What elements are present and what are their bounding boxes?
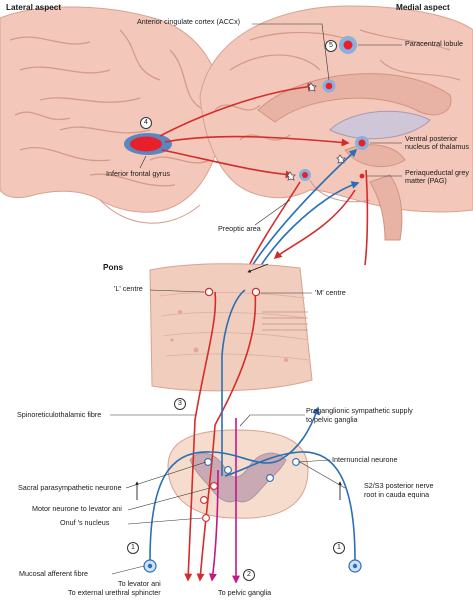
pons-pathways bbox=[194, 289, 257, 426]
label-inferior-frontal-gyrus: Inferior frontal gyrus bbox=[106, 169, 170, 178]
pons-section bbox=[149, 263, 313, 392]
label-internuncial: Internuncial neurone bbox=[332, 455, 398, 464]
label-paracentral-lobule: Paracentral lobule bbox=[405, 39, 463, 48]
label-to-levator-ani: To levator ani bbox=[118, 579, 161, 588]
acc-marker bbox=[322, 79, 336, 93]
m-centre-neurone bbox=[251, 287, 261, 297]
label-vpn-line2: nucleus of thalamus bbox=[405, 142, 469, 151]
afferent-ganglion-left bbox=[143, 559, 157, 573]
marker-number-3: 3 bbox=[174, 398, 186, 410]
cord-pathways bbox=[149, 355, 356, 584]
marker-number-4: 4 bbox=[140, 117, 152, 129]
label-spinoreticulothalamic: Spinoreticulothalamic fibre bbox=[17, 410, 102, 419]
label-pag-line2: matter (PAG) bbox=[405, 176, 447, 185]
label-to-pelvic-ganglia: To pelvic ganglia bbox=[218, 588, 272, 597]
cord-neurone-icons bbox=[200, 458, 300, 522]
marker-number-1-right: 1 bbox=[333, 542, 345, 554]
l-centre-neurone bbox=[204, 287, 214, 297]
label-pregang-line2: to pelvic ganglia bbox=[306, 415, 358, 424]
label-mucosal-afferent: Mucosal afferent fibre bbox=[19, 569, 88, 578]
marker-number-5: 5 bbox=[325, 40, 337, 52]
label-preoptic-area: Preoptic area bbox=[218, 224, 261, 233]
label-onuf-nucleus: Onuf 's nucleus bbox=[60, 518, 110, 527]
marker-number-2: 2 bbox=[243, 569, 255, 581]
cortical-neurone-icons bbox=[286, 82, 346, 181]
label-s2s3-line2: root in cauda equina bbox=[364, 490, 430, 499]
lateral-brain bbox=[0, 6, 223, 224]
spinal-cord-section bbox=[167, 429, 309, 519]
label-l-centre: 'L' centre bbox=[114, 284, 143, 293]
label-acc: Anterior cingulate cortex (ACCx) bbox=[137, 17, 241, 26]
inferior-frontal-gyrus-marker bbox=[124, 133, 172, 155]
thalamus-marker bbox=[355, 136, 369, 150]
label-s2s3-line1: S2/S3 posterior nerve bbox=[364, 481, 434, 490]
lateral-aspect-heading: Lateral aspect bbox=[6, 3, 62, 12]
pons-heading: Pons bbox=[103, 263, 124, 272]
label-motor-neurone: Motor neurone to levator ani bbox=[32, 504, 122, 513]
pag-marker bbox=[359, 173, 365, 179]
marker-number-1-left: 1 bbox=[127, 542, 139, 554]
leader-lines bbox=[110, 23, 402, 575]
label-vpn-line1: Ventral posterior bbox=[405, 134, 458, 143]
label-m-centre: 'M' centre bbox=[315, 288, 346, 297]
label-pregang-line1: Preganglionic sympathetic supply bbox=[306, 406, 413, 415]
label-to-urethral-sphincter: To external urethral sphincter bbox=[68, 588, 161, 597]
paracentral-marker bbox=[339, 36, 357, 54]
medial-brain bbox=[199, 5, 473, 241]
pons-input-arrow bbox=[247, 263, 269, 273]
label-pag-line1: Periaqueductal grey bbox=[405, 168, 469, 177]
medial-aspect-heading: Medial aspect bbox=[396, 3, 450, 12]
afferent-ganglion-right bbox=[348, 559, 362, 573]
preoptic-marker bbox=[299, 169, 311, 181]
label-sacral-parasympathetic: Sacral parasympathetic neurone bbox=[18, 483, 122, 492]
